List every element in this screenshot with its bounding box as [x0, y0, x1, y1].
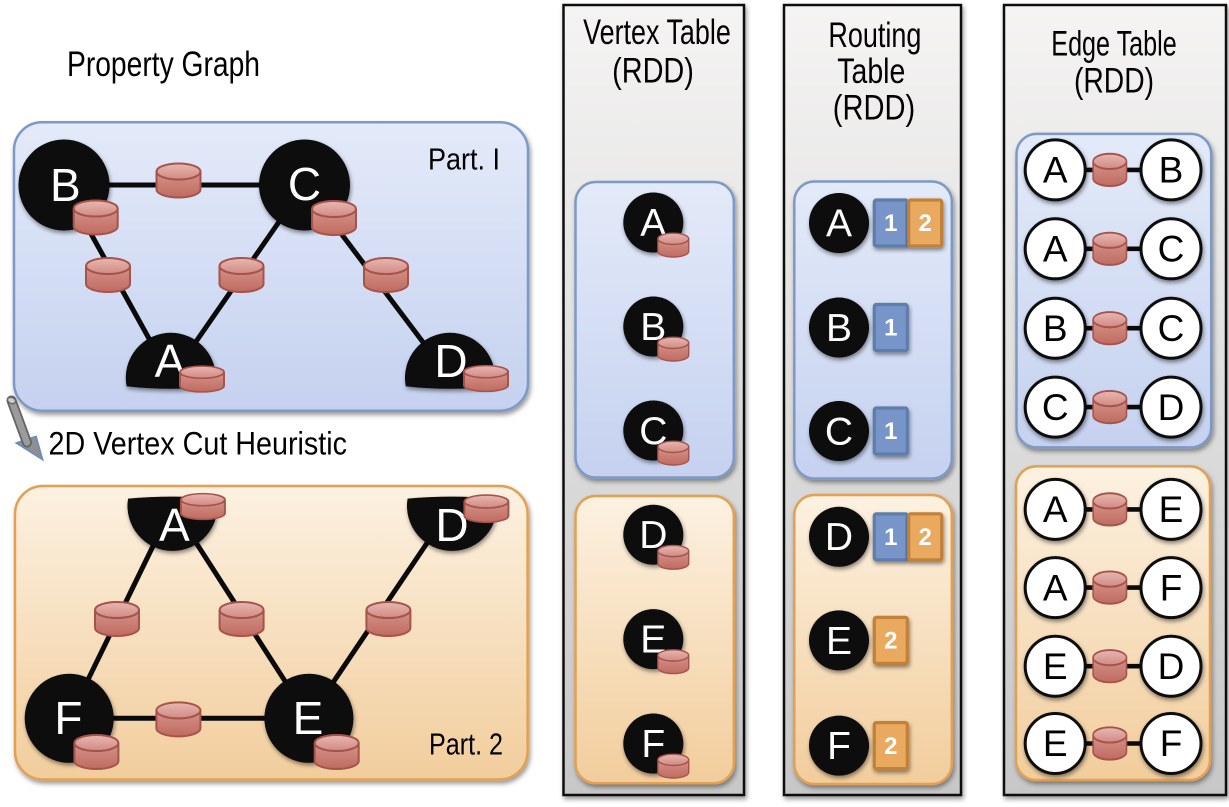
svg-text:(RDD): (RDD): [833, 89, 915, 128]
svg-text:1: 1: [884, 524, 897, 551]
svg-text:E: E: [1043, 646, 1068, 687]
svg-text:D: D: [1158, 646, 1185, 687]
svg-text:A: A: [1043, 229, 1068, 270]
svg-text:E: E: [293, 692, 324, 744]
svg-text:C: C: [288, 158, 321, 210]
svg-text:D: D: [825, 516, 853, 559]
svg-text:D: D: [435, 499, 468, 551]
svg-text:2: 2: [919, 524, 932, 551]
svg-text:1: 1: [884, 418, 897, 445]
svg-text:Table: Table: [837, 52, 905, 91]
svg-text:Edge Table: Edge Table: [1051, 24, 1176, 63]
svg-text:D: D: [434, 335, 467, 387]
svg-text:D: D: [1158, 387, 1185, 428]
svg-text:A: A: [1043, 567, 1068, 608]
svg-text:Routing: Routing: [828, 16, 921, 55]
svg-text:B: B: [826, 307, 852, 350]
svg-text:1: 1: [884, 210, 897, 237]
svg-text:Part. 2: Part. 2: [429, 727, 503, 762]
svg-text:2: 2: [919, 210, 932, 237]
svg-text:F: F: [1160, 567, 1183, 608]
svg-text:Vertex Table: Vertex Table: [583, 13, 731, 52]
svg-text:(RDD): (RDD): [1074, 61, 1154, 100]
svg-text:(RDD): (RDD): [612, 52, 694, 91]
svg-text:2D Vertex Cut Heuristic: 2D Vertex Cut Heuristic: [49, 425, 348, 461]
svg-text:F: F: [54, 692, 82, 744]
svg-text:1: 1: [884, 315, 897, 342]
svg-text:E: E: [1043, 723, 1068, 764]
svg-text:A: A: [1043, 150, 1068, 191]
svg-text:A: A: [1043, 489, 1068, 530]
svg-text:F: F: [641, 723, 665, 766]
svg-text:Part. I: Part. I: [428, 142, 500, 177]
svg-text:F: F: [827, 725, 851, 768]
svg-text:Property Graph: Property Graph: [67, 45, 260, 84]
svg-text:C: C: [1042, 387, 1069, 428]
svg-text:B: B: [50, 159, 81, 211]
svg-text:C: C: [1158, 229, 1185, 270]
svg-text:C: C: [1158, 308, 1185, 349]
svg-text:B: B: [1159, 150, 1184, 191]
svg-text:F: F: [1160, 723, 1183, 764]
svg-text:2: 2: [884, 733, 897, 760]
svg-text:E: E: [1159, 489, 1184, 530]
svg-text:2: 2: [884, 628, 897, 655]
svg-text:E: E: [826, 620, 852, 663]
svg-text:C: C: [825, 410, 853, 453]
svg-text:A: A: [826, 202, 852, 245]
svg-text:B: B: [1043, 308, 1068, 349]
